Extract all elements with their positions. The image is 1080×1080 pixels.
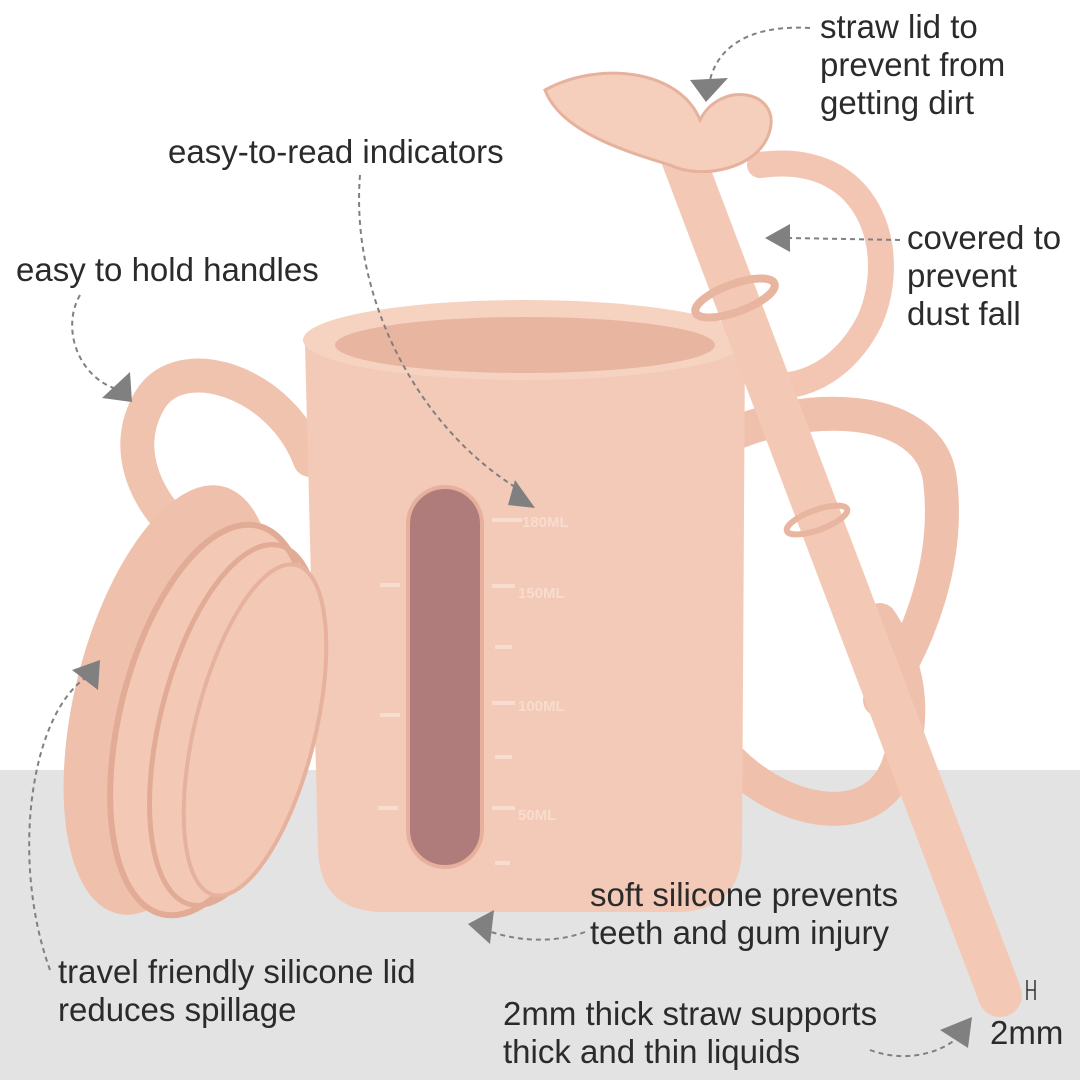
straw-ring-lower — [783, 502, 851, 538]
view-window — [406, 485, 484, 869]
callout-line: soft silicone prevents — [590, 876, 899, 913]
arrow-icon — [765, 224, 790, 252]
callout-line: easy-to-read indicators — [168, 133, 504, 170]
callout-line: 2mm thick straw supports — [503, 995, 878, 1032]
arrow-icon — [102, 372, 132, 402]
straw-cover-loop — [747, 150, 894, 398]
straw-size-label: 2mm — [990, 1014, 1064, 1051]
arrow-icon — [690, 78, 728, 102]
arrow-icon — [940, 1017, 972, 1048]
arrowheads — [72, 78, 972, 1048]
cup-body — [305, 345, 745, 912]
callout-line: reduces spillage — [58, 991, 297, 1028]
straw — [658, 128, 1022, 1017]
mark-180ml: 180ML — [522, 514, 569, 531]
callout-thick-straw: 2mm thick straw supports thick and thin … — [503, 995, 877, 1071]
mark-50ml: 50ML — [518, 807, 556, 824]
callout-line: getting dirt — [820, 84, 975, 121]
arrow-icon — [468, 910, 494, 944]
callout-line: easy to hold handles — [16, 251, 319, 288]
callout-line: prevent from — [820, 46, 1006, 83]
callout-soft-silicone: soft silicone prevents teeth and gum inj… — [590, 876, 898, 952]
callout-line: covered to — [907, 219, 1062, 256]
mark-3oz: 3 OZ — [356, 710, 377, 720]
straw-lid-flower — [543, 71, 773, 173]
cup-opening — [335, 317, 715, 373]
straw-ring — [691, 274, 779, 322]
callout-line: travel friendly silicone lid — [58, 953, 416, 990]
mark-150ml: 150ML — [518, 585, 565, 602]
callout-travel-lid: travel friendly silicone lid reduces spi… — [58, 953, 416, 1029]
left-handle — [120, 358, 327, 537]
mark-100ml: 100ML — [518, 698, 565, 715]
silicone-lid — [63, 485, 329, 919]
mark-5oz: 5 OZ — [356, 580, 377, 590]
arrow-icon — [72, 660, 100, 690]
callout-line: dust fall — [907, 295, 1021, 332]
callout-line: teeth and gum injury — [590, 914, 890, 951]
callout-handles: easy to hold handles — [16, 251, 319, 289]
callout-straw-lid: straw lid to prevent from getting dirt — [820, 8, 1005, 122]
measurement-ticks — [378, 518, 522, 865]
callout-covered: covered to prevent dust fall — [907, 219, 1061, 333]
callout-line: straw lid to — [820, 8, 978, 45]
thickness-indicator — [1026, 980, 1036, 1000]
arrow-icon — [508, 480, 535, 508]
callout-indicators: easy-to-read indicators — [168, 133, 504, 171]
callout-line: prevent — [907, 257, 1018, 294]
mark-1-5oz: 1.5 OZ — [348, 803, 376, 813]
callout-line: thick and thin liquids — [503, 1033, 801, 1070]
